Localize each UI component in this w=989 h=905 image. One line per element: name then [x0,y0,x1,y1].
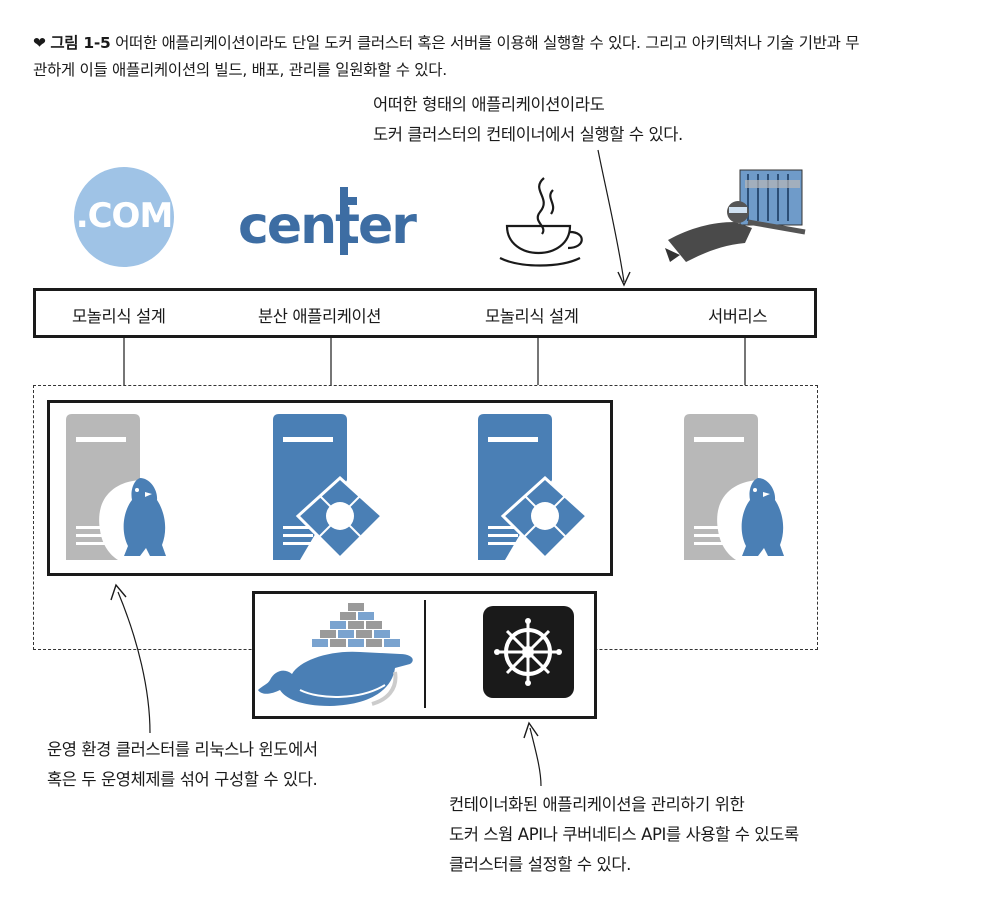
caption-line-1: 어떠한 애플리케이션이라도 단일 도커 클러스터 혹은 서버를 이용해 실행할 … [115,34,860,52]
caption-line-2: 관하게 이들 애플리케이션의 빌드, 배포, 관리를 일원화할 수 있다. [33,61,447,79]
orchestrator-box [252,591,597,719]
java-coffee-icon [499,177,583,267]
top-annotation-line-2: 도커 클러스터의 컨테이너에서 실행할 수 있다. [373,125,683,144]
label-monolithic-1: 모놀리식 설계 [72,307,166,326]
heart-marker-icon: ❤ [33,34,46,52]
figure-label: 그림 1-5 [50,34,111,52]
center-logo-text: center [238,196,417,256]
top-note-arrowhead [617,271,631,287]
com-logo-icon [74,167,174,267]
top-annotation-line-1: 어떠한 형태의 애플리케이션이라도 [373,95,605,114]
architecture-label-bar: 모놀리식 설계 분산 애플리케이션 모놀리식 설계 서버리스 [33,288,817,338]
top-note-arrow [597,149,625,283]
servers-box [47,400,613,576]
center-logo-icon [340,187,357,255]
figure-caption: ❤ 그림 1-5 어떠한 애플리케이션이라도 단일 도커 클러스터 혹은 서버를… [33,30,968,84]
diver-container-icon [665,169,806,262]
label-monolithic-2: 모놀리식 설계 [485,307,579,326]
label-distributed: 분산 애플리케이션 [258,307,382,326]
orchestrator-annotation-line-1: 컨테이너화된 애플리케이션을 관리하기 위한 [449,795,745,814]
os-annotation: 운영 환경 클러스터를 리눅스나 윈도에서 혹은 두 운영체제를 섞어 구성할 … [47,735,318,795]
orchestrator-annotation: 컨테이너화된 애플리케이션을 관리하기 위한 도커 스웜 API나 쿠버네티스 … [449,790,799,880]
com-logo-text: .COM [75,196,174,236]
os-annotation-line-2: 혹은 두 운영체제를 섞어 구성할 수 있다. [47,770,318,789]
label-serverless: 서버리스 [708,307,768,326]
top-annotation: 어떠한 형태의 애플리케이션이라도 도커 클러스터의 컨테이너에서 실행할 수 … [373,90,683,150]
orchestrator-annotation-line-3: 클러스터를 설정할 수 있다. [449,855,631,874]
orchestrator-annotation-line-2: 도커 스웜 API나 쿠버네티스 API를 사용할 수 있도록 [449,825,799,844]
os-annotation-line-1: 운영 환경 클러스터를 리눅스나 윈도에서 [47,740,318,759]
